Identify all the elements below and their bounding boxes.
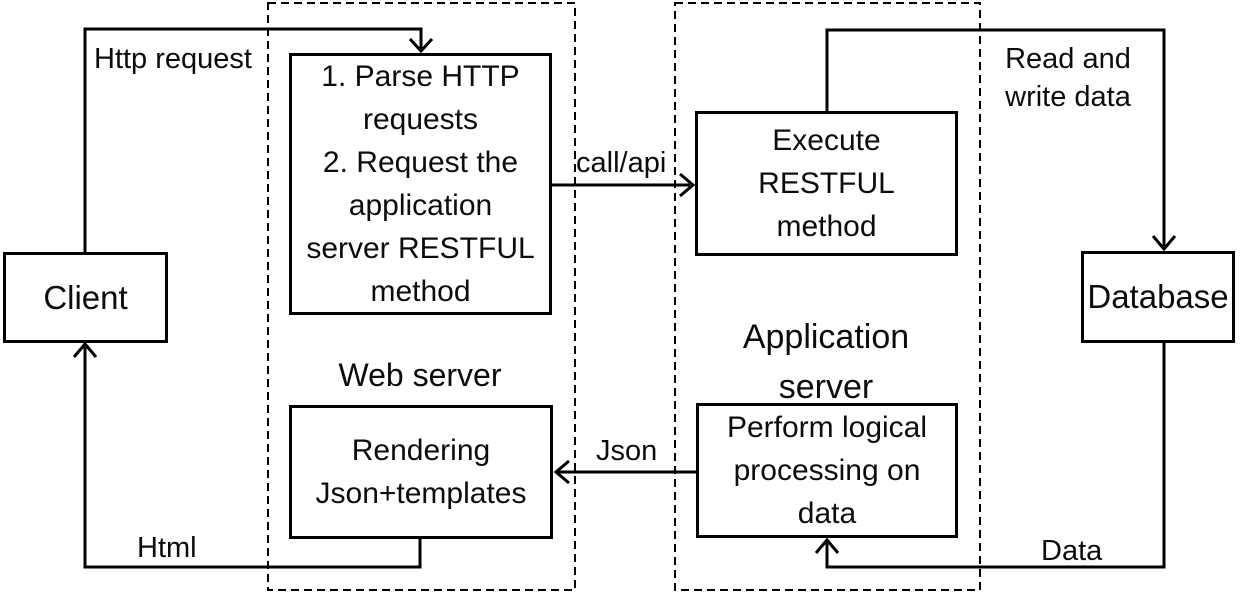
html-arrow <box>72 341 422 569</box>
data-arrow <box>814 343 1166 569</box>
call-api-arrow <box>552 172 696 198</box>
execute-restful-method-node: Execute RESTFUL method <box>695 111 958 256</box>
arrowhead-down-icon <box>1151 235 1177 252</box>
http-request-arrow <box>83 27 434 252</box>
parse-http-requests-node: 1. Parse HTTP requests 2. Request the ap… <box>289 53 552 315</box>
database-node: Database <box>1081 251 1235 343</box>
call-api-label: call/api <box>576 147 667 179</box>
web-server-label: Web server <box>338 357 502 393</box>
data-label: Data <box>1041 535 1103 567</box>
application-server-label: Application server <box>742 318 910 406</box>
read-write-data-label: Read and write data <box>1005 43 1131 113</box>
arrowhead-left-icon <box>553 459 570 485</box>
html-label: Html <box>137 532 197 564</box>
rendering-json-templates-node: Rendering Json+templates <box>289 405 553 539</box>
web-server-container <box>267 2 576 591</box>
client-node: Client <box>3 252 168 343</box>
arrowhead-down-icon <box>408 37 434 54</box>
json-arrow <box>553 459 696 485</box>
arrowhead-right-icon <box>679 172 696 198</box>
app-server-container <box>674 2 981 591</box>
logical-processing-node: Perform logical processing on data <box>696 403 958 538</box>
arrowhead-up-icon <box>814 537 840 554</box>
http-request-label: Http request <box>94 43 252 75</box>
json-label: Json <box>596 435 658 467</box>
read-write-arrow <box>825 28 1177 252</box>
arrowhead-up-icon <box>72 341 98 358</box>
